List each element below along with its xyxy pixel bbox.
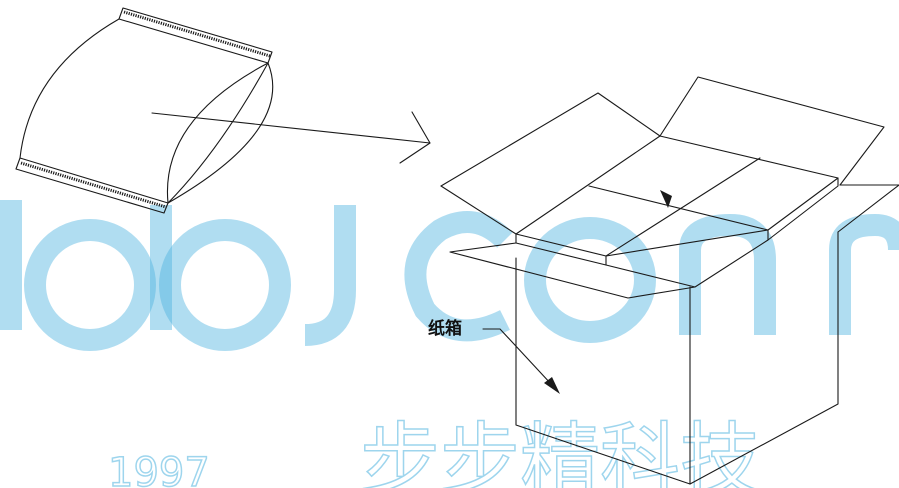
leader-line: [482, 328, 553, 386]
pouch-bottom-seal: [15, 157, 169, 214]
pouch-gusset-center: [167, 62, 269, 204]
arrow-shaft: [151, 112, 431, 144]
carton-box: [440, 76, 899, 485]
carton-front-flap: [449, 242, 696, 299]
pack-divider-horizontal: [588, 185, 769, 231]
carton-right-face: [689, 231, 839, 485]
watermark-number: 1997: [108, 450, 210, 488]
carton-front-face: [515, 257, 691, 485]
pouch-left-edge: [19, 18, 120, 159]
pouch-top-seal-serration: [123, 10, 271, 58]
carton-left-flap-edge: [440, 185, 517, 235]
pouch-bag: [15, 7, 274, 214]
pack-right-side: [767, 177, 839, 241]
carton-right-flap: [837, 184, 899, 233]
arrow-head: [399, 111, 431, 164]
leader-arrowhead: [544, 377, 560, 394]
transfer-arrow: [151, 111, 431, 164]
pack-divider-vertical: [605, 157, 761, 257]
watermark-logo: [0, 200, 899, 351]
watermark-text: 步步精科技: [360, 414, 760, 488]
orientation-marker: [660, 190, 672, 208]
pouch-bottom-seal-serration: [20, 161, 167, 209]
carton-back-left-flap: [440, 92, 661, 187]
pouch-gusset-left: [166, 62, 269, 204]
carton-back-right-flap: [659, 76, 885, 186]
pack-front-right-side: [605, 229, 769, 288]
carton-label-leader: [482, 328, 560, 394]
pack-front-left-side: [515, 233, 607, 266]
pouch-right-edge: [167, 62, 274, 204]
carton-label: 纸箱: [428, 318, 462, 339]
pouch-top-seal: [118, 7, 273, 64]
carton-packs-top: [515, 135, 839, 257]
